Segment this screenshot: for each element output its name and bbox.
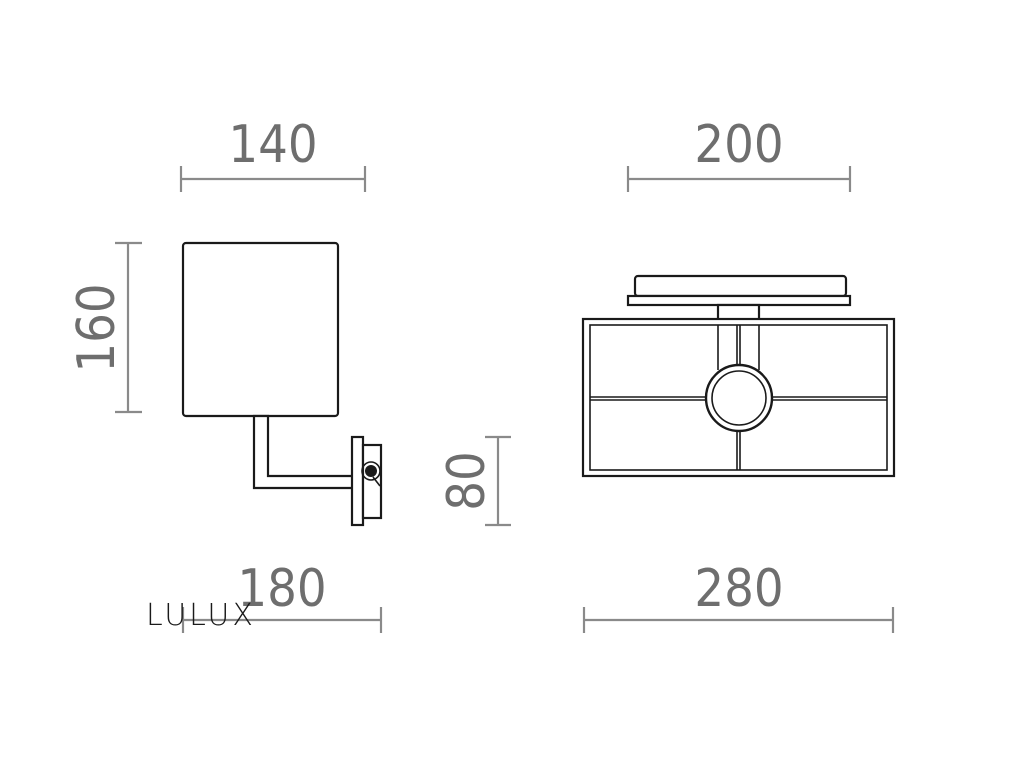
lamp-shade-side xyxy=(181,241,340,418)
center-ring-inner xyxy=(711,370,767,426)
wall-plate-inner xyxy=(361,443,383,520)
dimension-side-depth: 180 xyxy=(181,559,383,633)
front-view: 200 80 xyxy=(437,115,896,633)
switch-knob-ring xyxy=(361,461,381,481)
switch-lever xyxy=(372,476,381,487)
dimension-side-width: 140 xyxy=(179,115,367,192)
mounting-base-top xyxy=(633,274,848,298)
dimension-label-front-base-width: 200 xyxy=(694,115,783,175)
dimension-front-height: 80 xyxy=(437,435,511,527)
brand-logo: LULUX xyxy=(146,598,256,633)
mounting-base-bottom xyxy=(626,294,852,307)
switch-knob-icon xyxy=(365,465,377,477)
lamp-arm-side xyxy=(252,414,358,490)
dimension-label-side-depth: 180 xyxy=(237,559,326,619)
wall-plate-side xyxy=(350,435,365,527)
dimension-label-front-width: 280 xyxy=(694,559,783,619)
dimension-label-side-width: 140 xyxy=(228,115,317,175)
dimension-label-side-height: 160 xyxy=(67,283,127,372)
dimension-front-base-width: 200 xyxy=(626,115,852,192)
dimension-side-height: 160 xyxy=(67,241,142,414)
side-view: 140 160 180 LULUX xyxy=(67,115,383,633)
dimension-label-front-height: 80 xyxy=(437,451,497,511)
dimension-front-width: 280 xyxy=(582,559,895,633)
